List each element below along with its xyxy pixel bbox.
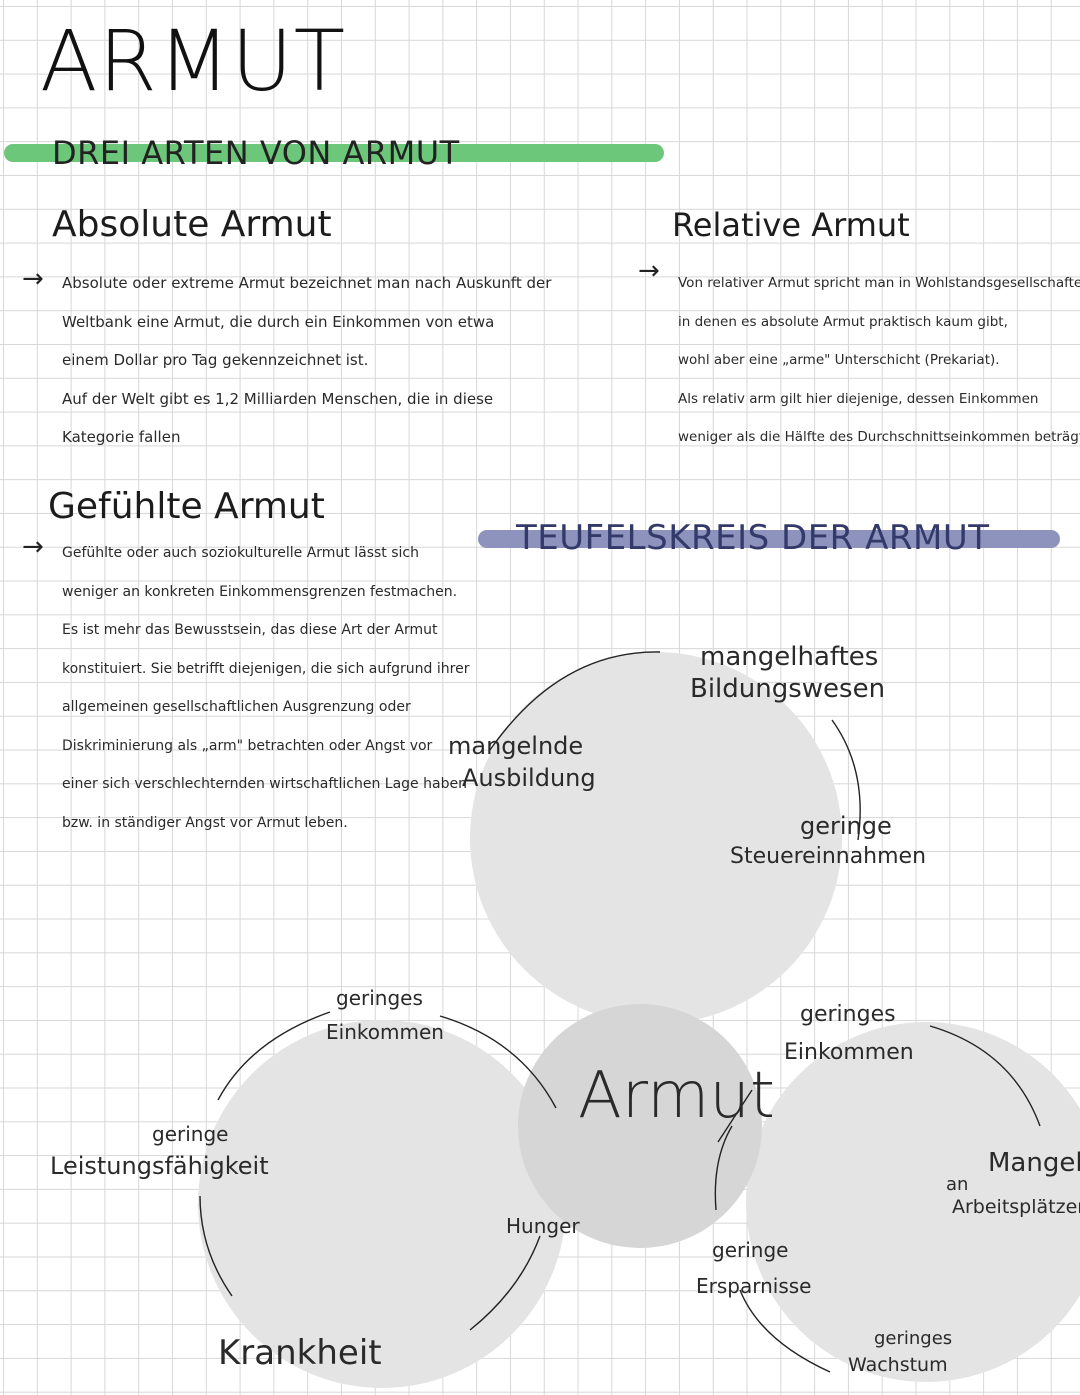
text-line: Gefühlte oder auch soziokulturelle Armut… <box>62 545 419 561</box>
left-circle <box>198 1020 566 1388</box>
left-arc-right <box>439 1015 557 1109</box>
label-geringe: geringe <box>152 1122 229 1146</box>
text-line: Kategorie fallen <box>62 428 181 446</box>
label-arbeitsplaetzen: Arbeitsplätzen <box>952 1196 1080 1218</box>
text-line: konstituiert. Sie betrifft diejenigen, d… <box>62 660 470 677</box>
purple-highlight-bar <box>478 530 1060 548</box>
right-arc-bottom <box>739 1289 831 1373</box>
label-ausbildung: Ausbildung <box>462 764 596 792</box>
label-leistungsfaehigkeit: Leistungsfähigkeit <box>50 1152 269 1180</box>
relative-armut-text: Von relativer Armut spricht man in Wohls… <box>678 264 1080 457</box>
relative-armut-heading: Relative Armut <box>672 206 910 244</box>
text-line: in denen es absolute Armut praktisch kau… <box>678 313 1008 330</box>
center-label: Armut <box>578 1059 775 1133</box>
left-arc-lowright <box>469 1235 541 1331</box>
left-arc-top <box>217 1011 331 1101</box>
label-geringe: geringe <box>712 1238 789 1262</box>
text-line: einem Dollar pro Tag gekennzeichnet ist. <box>62 351 369 369</box>
text-line: Diskriminierung als „arm" betrachten ode… <box>62 737 433 754</box>
left-arc-bottom <box>199 1195 233 1297</box>
label-mangelnde: mangelnde <box>448 732 584 760</box>
text-line: Auf der Welt gibt es 1,2 Milliarden Mens… <box>62 389 494 408</box>
label-einkommen: Einkommen <box>326 1020 444 1044</box>
arrow-icon: → <box>638 256 660 286</box>
label-bildungswesen: Bildungswesen <box>690 674 886 704</box>
text-line: bzw. in ständiger Angst vor Armut leben. <box>62 814 348 831</box>
text-line: einer sich verschlechternden wirtschaftl… <box>62 776 467 792</box>
text-line: weniger an konkreten Einkommensgrenzen f… <box>62 583 458 600</box>
label-ersparnisse: Ersparnisse <box>696 1274 812 1298</box>
text-line: Von relativer Armut spricht man in Wohls… <box>678 275 1080 291</box>
text-line: Als relativ arm gilt hier diejenige, des… <box>678 390 1039 407</box>
arrow-icon: → <box>22 532 44 562</box>
teufelskreis-header: TEUFELSKREIS DER ARMUT <box>516 518 990 558</box>
label-einkommen: Einkommen <box>784 1040 914 1065</box>
label-mangel: Mangel <box>988 1148 1080 1178</box>
label-geringe: geringe <box>800 812 892 840</box>
gefuehlte-armut-text: Gefühlte oder auch soziokulturelle Armut… <box>62 534 469 842</box>
text-line: allgemeinen gesellschaftlichen Ausgrenzu… <box>62 699 411 715</box>
label-geringes: geringes <box>800 1002 896 1027</box>
top-arc-left <box>489 651 661 751</box>
top-circle <box>470 652 842 1024</box>
label-an: an <box>946 1174 969 1195</box>
label-mangelhaftes: mangelhaftes <box>700 642 879 672</box>
label-geringes-2: geringes <box>874 1328 953 1349</box>
gefuehlte-armut-heading: Gefühlte Armut <box>48 486 325 527</box>
text-line: wohl aber eine „arme" Unterschicht (Prek… <box>678 352 1000 368</box>
label-geringes: geringes <box>336 986 423 1010</box>
green-highlight-bar <box>4 144 664 162</box>
text-line: Absolute oder extreme Armut bezeichnet m… <box>62 274 552 292</box>
text-line: Es ist mehr das Bewusstsein, das diese A… <box>62 622 438 638</box>
section-header: DREI ARTEN VON ARMUT <box>52 134 460 172</box>
right-arc-top <box>929 1025 1041 1127</box>
absolute-armut-heading: Absolute Armut <box>52 204 332 245</box>
label-wachstum: Wachstum <box>848 1354 948 1376</box>
right-circle <box>746 1022 1080 1382</box>
label-krankheit: Krankheit <box>218 1333 382 1373</box>
center-circle <box>518 1004 762 1248</box>
absolute-armut-text: Absolute oder extreme Armut bezeichnet m… <box>62 264 551 457</box>
text-line: weniger als die Hälfte des Durchschnitts… <box>678 429 1080 445</box>
center-stroke <box>717 1089 753 1143</box>
label-steuereinnahmen: Steuereinnahmen <box>730 844 927 869</box>
right-arc-left <box>714 1125 733 1211</box>
page-title: ARMUT <box>40 12 347 110</box>
arrow-icon: → <box>22 264 44 294</box>
label-hunger: Hunger <box>506 1214 580 1238</box>
text-line: Weltbank eine Armut, die durch ein Einko… <box>62 312 495 331</box>
top-arc-right <box>831 719 861 841</box>
